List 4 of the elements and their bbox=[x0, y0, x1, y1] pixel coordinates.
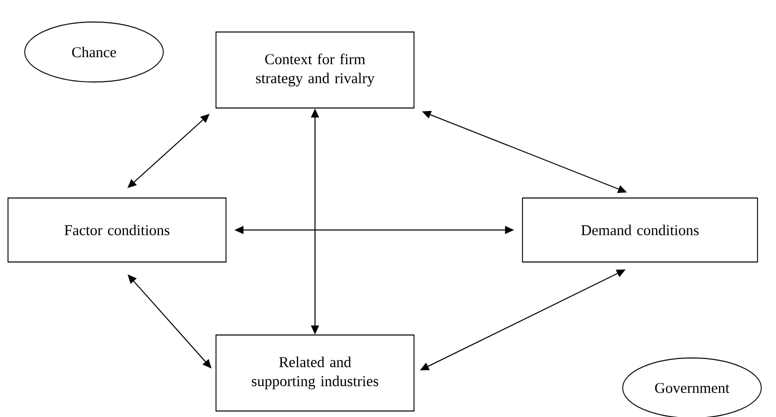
demand-box: Demand conditions bbox=[522, 198, 758, 262]
factor-box: Factor conditions bbox=[8, 198, 226, 262]
context-box: Context for firm strategy and rivalry bbox=[216, 32, 414, 108]
industries-box: Related and supporting industries bbox=[216, 334, 414, 412]
